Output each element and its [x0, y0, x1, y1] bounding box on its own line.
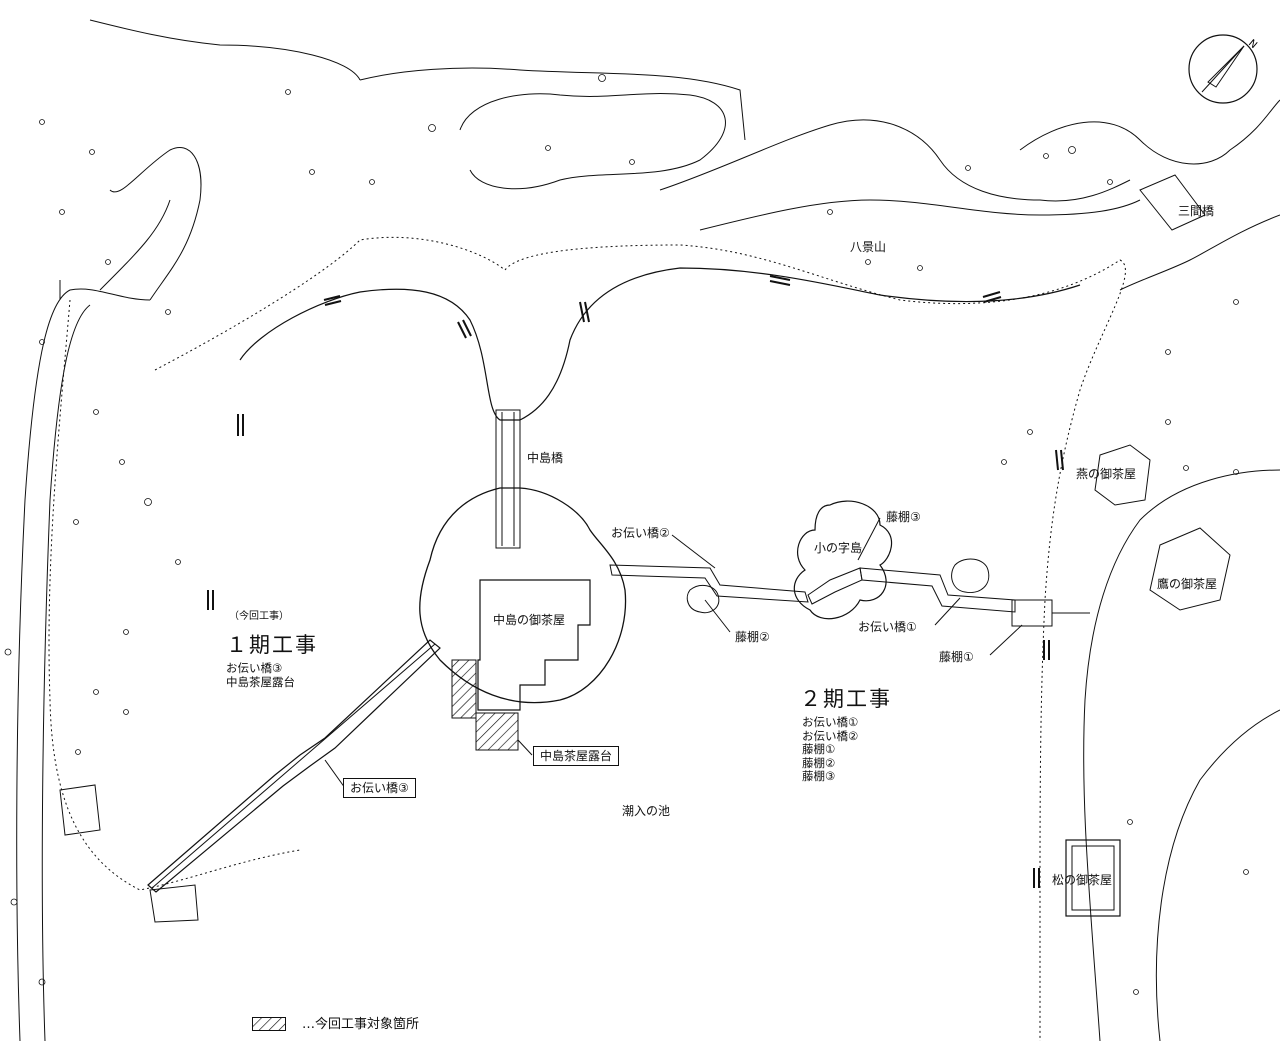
path-markers: [207, 275, 1064, 888]
pond-edge: [239, 267, 1081, 421]
islet-fuji2: [686, 584, 720, 614]
leader-otetsudai-1: [934, 597, 961, 626]
tree-symbols: [4, 74, 1249, 995]
phase2-item: 藤棚①: [802, 742, 836, 756]
phase1-item: 中島茶屋露台: [226, 674, 295, 689]
callout-nakajima-terrace: 中島茶屋露台: [533, 746, 620, 766]
hakkeiyama-hill: [659, 119, 1131, 202]
phase2-item: 藤棚③: [802, 769, 836, 783]
bridge-otetsudai-3: [147, 639, 441, 893]
phase1-title: １期工事: [226, 633, 318, 657]
matsu-teahouse-building: [1065, 839, 1121, 917]
label-bridge-nakajima: 中島橋: [527, 451, 564, 465]
legend-text: …今回工事対象箇所: [302, 1017, 420, 1032]
label-sangenbashi: 三間橋: [1178, 204, 1215, 218]
terrace-hatch-1: [451, 659, 477, 719]
label-fuji-trellis-2: 藤棚②: [735, 630, 770, 644]
taka-teahouse-building: [1149, 527, 1231, 611]
callout-otetsudai-bridge-3: お伝い橋③: [343, 778, 416, 798]
upper-path: [109, 147, 202, 301]
right-land: [1083, 469, 1280, 1041]
nakajima-teahouse-building: [477, 579, 591, 711]
label-nakajima-teahouse: 中島の御茶屋: [493, 613, 566, 627]
compass-icon: N: [1188, 34, 1259, 104]
left-shore: [16, 288, 151, 1041]
phase2-items: お伝い橋① お伝い橋② 藤棚① 藤棚② 藤棚③: [802, 715, 859, 784]
phase1-item: お伝い橋③: [226, 661, 283, 675]
nakajima-island: [419, 487, 627, 704]
phase1-note: （今回工事）: [229, 611, 289, 622]
legend-hatch-swatch: [252, 1017, 286, 1031]
label-hakkeiyama: 八景山: [850, 240, 887, 254]
label-matsu-teahouse: 松の御茶屋: [1052, 873, 1113, 887]
label-fuji-trellis-3: 藤棚③: [886, 510, 921, 524]
bridge-otetsudai-1b: [807, 567, 863, 605]
fuji-trellis-1-structure: [1011, 599, 1053, 627]
label-otetsudai-bridge-1: お伝い橋①: [858, 620, 917, 634]
tsubame-teahouse-building: [1094, 444, 1151, 506]
label-shioiri-pond: 潮入の池: [622, 804, 671, 818]
phase2-item: お伝い橋②: [802, 728, 859, 743]
bridge-otetsudai-1: [859, 567, 1016, 613]
islet-east: [951, 558, 990, 594]
compass-north-label: N: [1246, 38, 1259, 51]
leader-fuji-2: [704, 599, 731, 633]
bridge-sangen: [1139, 174, 1206, 231]
pond-shoreline: [48, 236, 1126, 1041]
phase2-item: お伝い橋①: [802, 715, 859, 729]
phase2-item: 藤棚②: [802, 755, 836, 770]
leader-otetsudai-3: [324, 759, 346, 789]
terrace-hatch-2: [475, 712, 519, 751]
leader-nakajima-terrace: [517, 739, 533, 756]
label-fuji-trellis-1: 藤棚①: [939, 650, 974, 664]
bridge-nakajima: [495, 409, 521, 549]
bridge-otetsudai-2: [609, 564, 809, 603]
label-konoji-island: 小の字島: [814, 541, 863, 555]
leader-fuji-3: [857, 517, 881, 561]
konoji-island: [793, 500, 893, 620]
leader-otetsudai-2: [671, 534, 716, 569]
left-small-structure: [59, 784, 101, 836]
label-otetsudai-bridge-2: お伝い橋②: [611, 526, 670, 540]
label-tsubame-teahouse: 燕の御茶屋: [1076, 467, 1137, 481]
phase2-title: ２期工事: [800, 687, 892, 711]
phase1-items: お伝い橋③ 中島茶屋露台: [226, 661, 295, 689]
leader-fuji-1: [989, 624, 1023, 656]
label-taka-teahouse: 鷹の御茶屋: [1157, 577, 1218, 591]
